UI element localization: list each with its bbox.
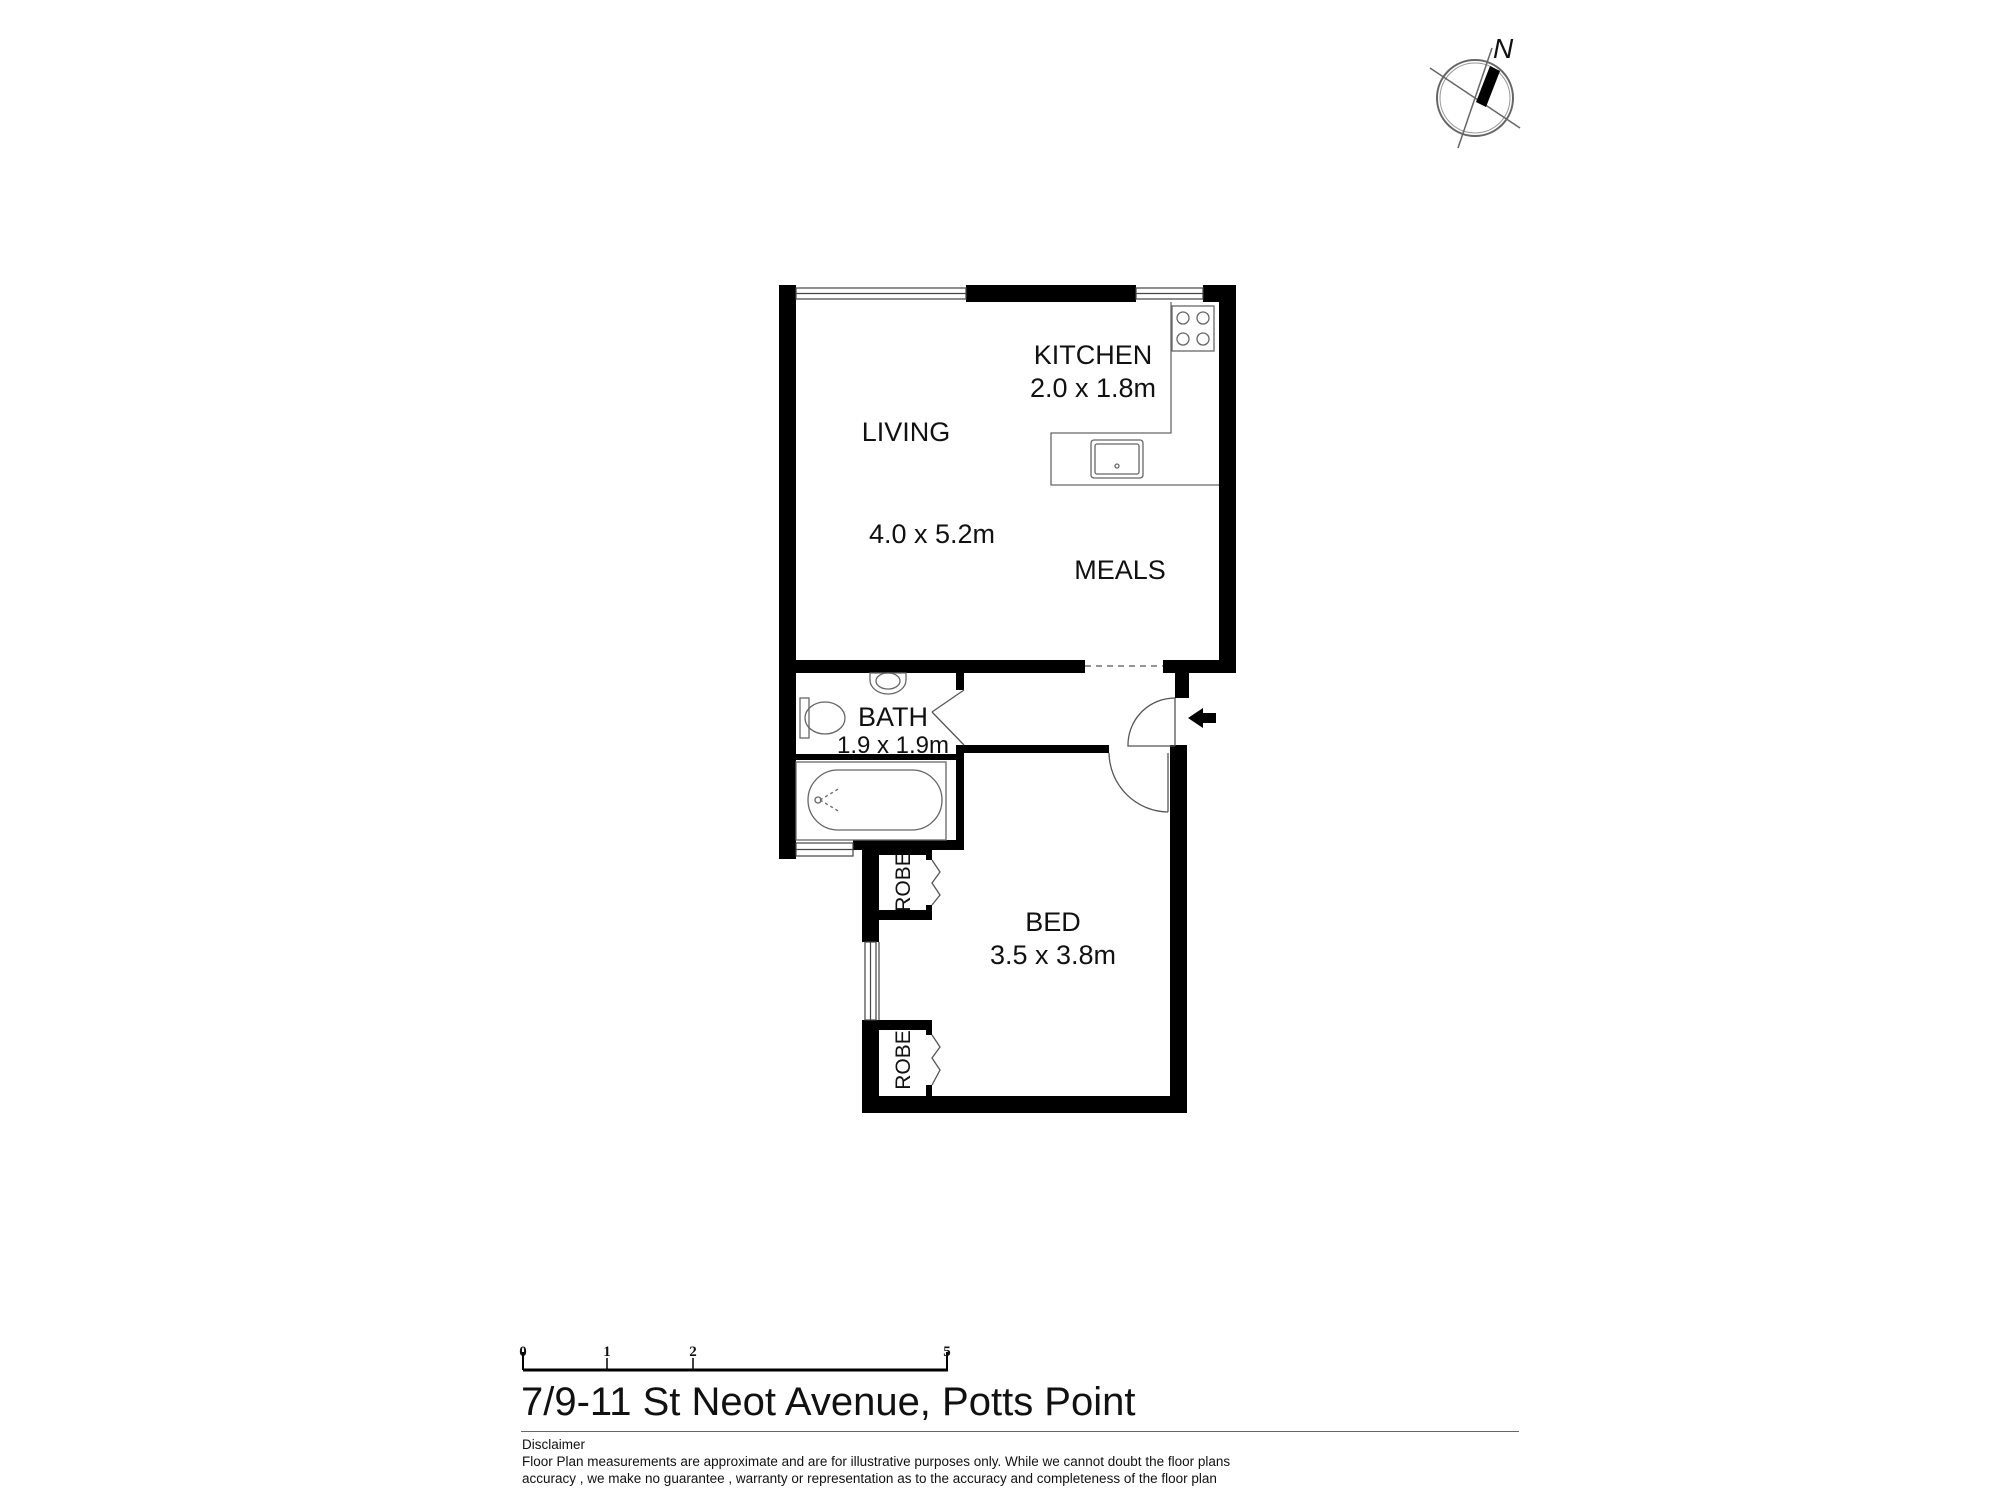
- bathtub: [795, 761, 947, 841]
- cooktop: [1171, 305, 1215, 352]
- entry-door-swing: [1127, 697, 1176, 747]
- wall: [966, 285, 1136, 302]
- wall: [862, 1020, 879, 1113]
- room-size-kitchen: 2.0 x 1.8m: [1030, 373, 1156, 403]
- disclaimer-line: accuracy , we make no guarantee , warran…: [522, 1471, 1217, 1486]
- wall: [926, 845, 932, 860]
- property-address: 7/9-11 St Neot Avenue, Potts Point: [521, 1380, 1136, 1424]
- toilet-bowl: [804, 701, 846, 735]
- kitchen-bench-outline: [1050, 302, 1219, 486]
- wall: [956, 745, 1109, 753]
- wall: [779, 840, 796, 859]
- compass-needle: [1476, 66, 1500, 107]
- wall: [1175, 660, 1189, 698]
- room-name-kitchen: KITCHEN: [1034, 340, 1153, 370]
- compass-ring: [1436, 59, 1514, 137]
- room-size-living: 4.0 x 5.2m: [869, 519, 995, 549]
- room-name-robe-upper: ROBE: [892, 852, 915, 912]
- wall: [862, 910, 932, 920]
- doors: [931, 665, 1176, 1086]
- wall: [779, 285, 796, 859]
- basin: [869, 672, 907, 695]
- bath-line: [819, 799, 841, 813]
- wall: [956, 660, 964, 690]
- bath-fixtures: [795, 672, 947, 841]
- kitchen-sink-bowl: [1094, 443, 1140, 475]
- bed-door-swing: [1108, 752, 1169, 813]
- cooktop-burner: [1176, 311, 1190, 325]
- bath-door-leaf: [931, 711, 965, 746]
- scale-bar-tick-label: 2: [689, 1344, 697, 1360]
- room-name-living: LIVING: [862, 417, 951, 447]
- room-size-bed: 3.5 x 3.8m: [990, 940, 1116, 970]
- robe-door: [931, 859, 941, 906]
- walls: [779, 285, 1236, 1113]
- wall: [796, 754, 960, 760]
- scale-bar: 0 1 2 5: [519, 1344, 951, 1372]
- compass-north-label: N: [1493, 33, 1514, 64]
- scale-bar-tick-label: 0: [519, 1344, 527, 1360]
- wall: [862, 845, 932, 855]
- sink-drain: [1114, 463, 1120, 469]
- wall: [1163, 660, 1236, 673]
- wall: [779, 660, 1085, 673]
- room-size-bath: 1.9 x 1.9m: [837, 732, 949, 759]
- cooktop-burner: [1196, 311, 1210, 325]
- compass-cross-line: [1457, 47, 1493, 149]
- cooktop-burner: [1196, 332, 1210, 346]
- wall: [1170, 745, 1187, 1113]
- divider: [521, 1431, 1519, 1432]
- windows: [795, 287, 1204, 1021]
- compass: N: [1429, 33, 1521, 149]
- kitchen-fixtures: [1050, 302, 1219, 486]
- compass-ring-inner: [1439, 62, 1511, 134]
- room-name-bed: BED: [1025, 907, 1081, 937]
- room-labels: KITCHEN 2.0 x 1.8m LIVING 4.0 x 5.2m MEA…: [837, 340, 1166, 1090]
- disclaimer-line: Floor Plan measurements are approximate …: [522, 1454, 1231, 1469]
- wall: [862, 845, 879, 942]
- bathtub-inner: [807, 769, 943, 831]
- wall: [926, 1085, 932, 1100]
- room-name-robe-lower: ROBE: [892, 1030, 915, 1090]
- room-name-bath: BATH: [858, 702, 928, 732]
- wall: [862, 1096, 1187, 1113]
- scale-bar-tick-label: 1: [603, 1344, 611, 1360]
- basin-bowl: [875, 672, 901, 690]
- robe-door: [931, 1034, 941, 1086]
- wall: [956, 745, 964, 850]
- entry-arrow-icon: [1188, 708, 1216, 728]
- scale-bar-tick-label: 5: [943, 1344, 951, 1360]
- kitchen-sink: [1090, 439, 1144, 479]
- wall: [926, 1020, 932, 1035]
- bath-door-leaf: [931, 689, 965, 713]
- wall: [1219, 285, 1236, 673]
- bath-line: [819, 787, 841, 801]
- disclaimer: Disclaimer Floor Plan measurements are a…: [522, 1436, 1522, 1487]
- disclaimer-heading: Disclaimer: [522, 1437, 586, 1452]
- room-name-meals: MEALS: [1074, 555, 1166, 585]
- toilet-cistern: [799, 697, 810, 739]
- cooktop-burner: [1176, 332, 1190, 346]
- wall: [862, 1020, 932, 1030]
- wall: [926, 905, 932, 920]
